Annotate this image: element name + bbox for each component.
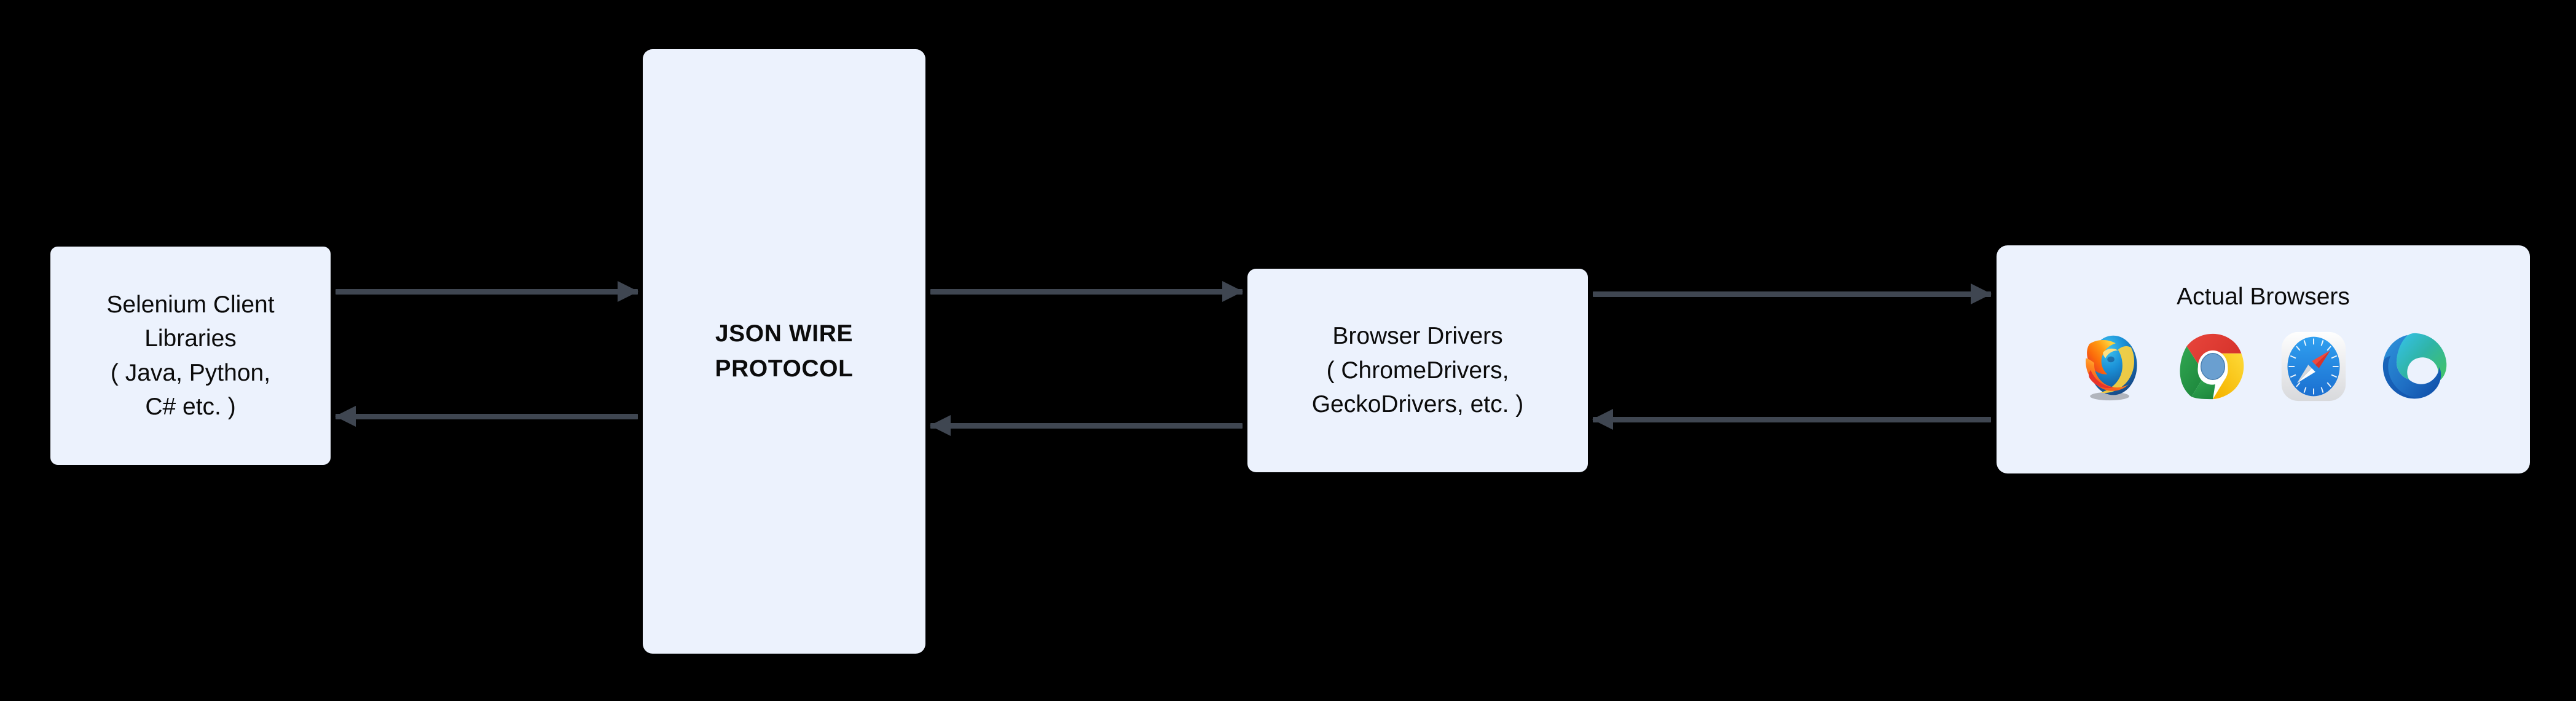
node-client-line-3: ( Java, Python, — [110, 359, 271, 386]
arrow-shaft — [930, 423, 1243, 429]
node-drivers-line-3: GeckoDrivers, etc. ) — [1311, 391, 1524, 418]
node-selenium-client-libraries[interactable]: Selenium Client Libraries ( Java, Python… — [50, 247, 331, 465]
arrow-head — [618, 281, 638, 302]
chrome-icon — [2180, 333, 2244, 399]
arrow-head — [1971, 283, 1992, 304]
node-browser-drivers[interactable]: Browser Drivers ( ChromeDrivers, GeckoDr… — [1247, 269, 1588, 472]
arrow-head — [1592, 409, 1613, 430]
node-drivers-line-1: Browser Drivers — [1332, 323, 1503, 350]
node-client-line-4: C# etc. ) — [145, 393, 236, 420]
node-json-wire-protocol[interactable]: JSON WIRE PROTOCOL — [643, 49, 925, 654]
safari-icon — [2281, 331, 2346, 401]
arrow-head — [930, 415, 951, 436]
arrow-head — [1222, 281, 1243, 302]
arrow-shaft — [336, 414, 638, 419]
arrow-shaft — [930, 289, 1243, 295]
node-protocol-line-2: PROTOCOL — [715, 355, 854, 382]
browser-icon-row — [2076, 331, 2450, 402]
node-actual-browsers[interactable]: Actual Browsers — [1997, 245, 2530, 473]
node-client-line-2: Libraries — [144, 325, 237, 352]
firefox-icon — [2086, 335, 2137, 400]
arrow-head — [335, 406, 356, 427]
arrow-shaft — [1593, 417, 1991, 422]
node-protocol-line-1: JSON WIRE — [715, 320, 854, 347]
arrow-shaft — [336, 289, 638, 295]
arrow-shaft — [1593, 291, 1991, 297]
node-drivers-line-2: ( ChromeDrivers, — [1326, 357, 1509, 384]
node-browsers-title: Actual Browsers — [2177, 283, 2350, 310]
edge-icon — [2382, 333, 2447, 398]
node-client-line-1: Selenium Client — [106, 291, 275, 318]
